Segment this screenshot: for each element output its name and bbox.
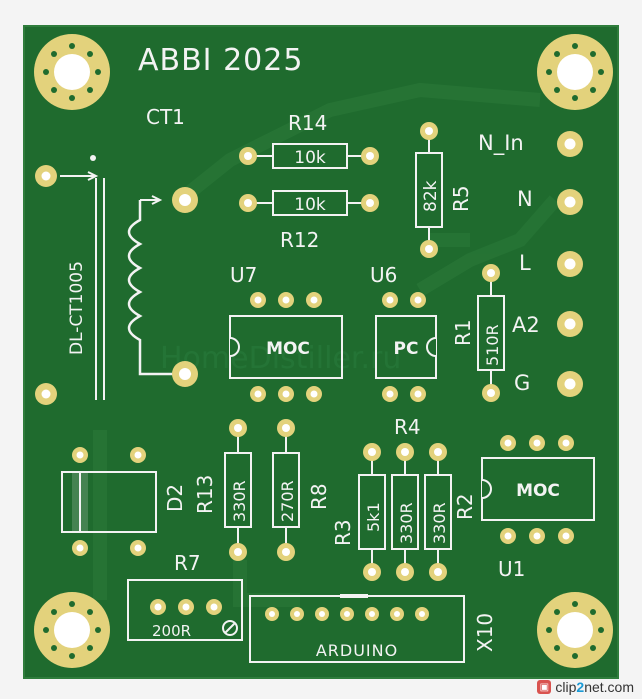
r3-footprint: 5k1 R3 xyxy=(331,443,386,581)
r4-footprint: 330R xyxy=(391,443,419,581)
r12-value: 10k xyxy=(294,195,326,215)
u1-footprint: MOC U1 xyxy=(481,435,595,581)
r1-value: 510R xyxy=(483,324,502,366)
mounting-hole-tr xyxy=(537,34,613,110)
trace-hints xyxy=(93,82,561,607)
mounting-hole-bl xyxy=(34,592,110,668)
u1-ref: U1 xyxy=(498,557,525,581)
site-watermark-text: clip2net.com xyxy=(555,679,634,695)
r13-footprint: 330R R13 xyxy=(193,419,252,561)
ct1-pads xyxy=(35,165,198,405)
r7-footprint: R7 200R xyxy=(127,551,243,641)
r3-value: 5k1 xyxy=(364,502,383,532)
r2-ref: R2 xyxy=(453,493,477,520)
r14-footprint: R14 10k xyxy=(239,111,379,169)
r3-ref: R3 xyxy=(331,519,355,546)
conn-label-g: G xyxy=(514,371,530,395)
ct1-part: DL-CT1005 xyxy=(67,261,87,355)
trimmer-screw-icon xyxy=(222,620,238,636)
r12-footprint: 10k R12 xyxy=(239,190,379,252)
r2-value: 330R xyxy=(430,502,449,544)
wm-brand-c: net xyxy=(584,679,604,695)
r8-value: 270R xyxy=(278,480,297,522)
r4-value: 330R xyxy=(397,502,416,544)
wm-brand-a: clip xyxy=(555,679,577,695)
r1-ref: R1 xyxy=(451,319,475,346)
r8-footprint: 270R R8 xyxy=(272,419,331,561)
r13-value: 330R xyxy=(230,480,249,522)
conn-label-n: N xyxy=(517,187,533,211)
r13-ref: R13 xyxy=(193,475,217,514)
wm-tld: .com xyxy=(603,679,634,695)
u6-ref: U6 xyxy=(370,263,397,287)
board-title: ABBI 2025 xyxy=(138,43,303,78)
r7-ref: R7 xyxy=(174,551,201,575)
u7-label: MOC xyxy=(266,339,310,359)
pcb-edge xyxy=(23,25,619,679)
r14-ref: R14 xyxy=(288,111,327,135)
conn-label-n-in: N_In xyxy=(478,131,524,156)
r7-value: 200R xyxy=(152,622,191,640)
u7-footprint: U7 MOC xyxy=(229,263,343,402)
mounting-hole-br xyxy=(537,592,613,668)
ct1-footprint: CT1 DL-CT1005 xyxy=(35,105,198,405)
conn-label-a2: A2 xyxy=(512,313,540,337)
x10-label: ARDUINO xyxy=(316,641,398,660)
site-watermark: ▣ clip2net.com xyxy=(537,677,634,697)
r2-footprint: 330R R2 xyxy=(424,443,477,581)
r5-ref: R5 xyxy=(449,185,473,212)
x10-ref: X10 xyxy=(473,613,497,652)
clip-logo-icon: ▣ xyxy=(537,680,552,694)
r4-ref: R4 xyxy=(394,415,421,439)
r14-value: 10k xyxy=(294,148,326,168)
wm-brand-b: 2 xyxy=(576,679,585,695)
d2-ref: D2 xyxy=(163,484,187,512)
r5-value: 82k xyxy=(421,180,441,212)
x10-footprint: ARDUINO X10 xyxy=(249,594,497,663)
u6-footprint: U6 PC xyxy=(370,263,437,402)
d2-footprint: D2 xyxy=(61,447,187,556)
u6-label: PC xyxy=(394,339,419,359)
r12-ref: R12 xyxy=(280,228,319,252)
u7-ref: U7 xyxy=(230,263,257,287)
mains-connector: N_In N L A2 G xyxy=(478,131,583,397)
ct1-ref: CT1 xyxy=(146,105,185,129)
mounting-hole-tl xyxy=(34,34,110,110)
r8-ref: R8 xyxy=(307,483,331,510)
r5-footprint: 82k R5 xyxy=(415,122,473,258)
u1-label: MOC xyxy=(516,481,560,501)
overlay-watermark: HomeDistiller.ru xyxy=(160,341,401,376)
conn-label-l: L xyxy=(519,251,531,275)
pcb-substrate xyxy=(24,26,618,678)
r1-footprint: 510R R1 xyxy=(451,264,505,402)
mounting-holes xyxy=(34,34,613,668)
